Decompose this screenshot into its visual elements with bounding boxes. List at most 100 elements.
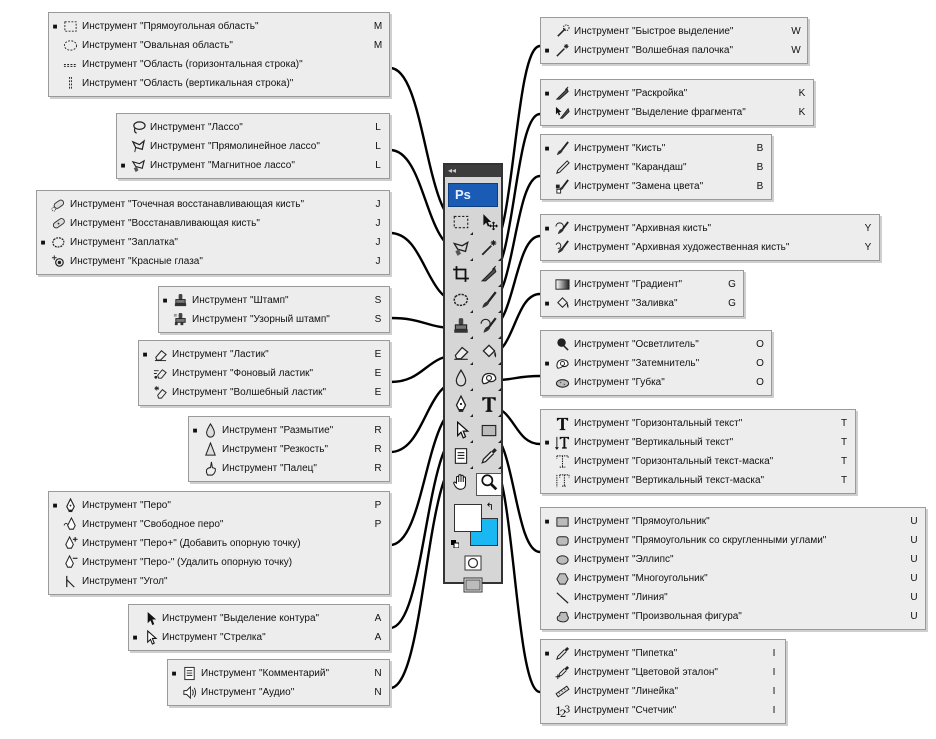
tool-button-clone-stamp[interactable] xyxy=(448,317,474,340)
tool-button-rect-marquee[interactable] xyxy=(448,213,474,236)
tool-button-zoom[interactable] xyxy=(476,473,502,496)
flyout-item-blur[interactable]: ■Инструмент "Размытие"R xyxy=(189,421,389,440)
flyout-item-rectangle-shape[interactable]: ■Инструмент "Прямоугольник"U xyxy=(541,512,925,531)
flyout-item-shortcut: E xyxy=(374,368,382,379)
flyout-item-paint-bucket[interactable]: ■Инструмент "Заливка"G xyxy=(541,294,743,313)
panel-collapse-handle[interactable]: ◂◂ xyxy=(445,165,501,177)
tool-button-history-brush[interactable] xyxy=(476,317,502,340)
tool-button-move[interactable] xyxy=(476,213,502,236)
flyout-item-pattern-stamp[interactable]: Инструмент "Узорный штамп"S xyxy=(159,310,389,329)
flyout-item-slice[interactable]: ■Инструмент "Раскройка"K xyxy=(541,84,813,103)
flyout-item-vertical-type[interactable]: ■Инструмент "Вертикальный текст"T xyxy=(541,433,855,452)
tool-button-magnetic-lasso[interactable] xyxy=(448,239,474,262)
flyout-item-burn[interactable]: ■Инструмент "Затемнитель"O xyxy=(541,354,771,373)
swap-colors-icon[interactable]: ↰ xyxy=(485,502,494,513)
flyout-indicator-icon xyxy=(498,258,501,261)
flyout-item-sharpen[interactable]: Инструмент "Резкость"R xyxy=(189,440,389,459)
flyout-item-magic-eraser[interactable]: Инструмент "Волшебный ластик"E xyxy=(139,383,389,402)
flyout-item-pen[interactable]: ■Инструмент "Перо"P xyxy=(49,496,389,515)
foreground-color-swatch[interactable] xyxy=(454,504,482,532)
flyout-item-vertical-type-mask[interactable]: Инструмент "Вертикальный текст-маска"T xyxy=(541,471,855,490)
flyout-item-audio-annotation[interactable]: Инструмент "Аудио"N xyxy=(168,683,389,702)
flyout-item-label: Инструмент "Горизонтальный текст-маска" xyxy=(574,456,774,467)
tool-button-blur[interactable] xyxy=(448,368,474,392)
flyout-item-sponge[interactable]: Инструмент "Губка"O xyxy=(541,373,771,392)
flyout-item-red-eye[interactable]: Инструмент "Красные глаза"J xyxy=(37,252,389,271)
flyout-item-slice-select[interactable]: Инструмент "Выделение фрагмента"K xyxy=(541,103,813,122)
flyout-item-spot-healing[interactable]: Инструмент "Точечная восстанавливающая к… xyxy=(37,195,389,214)
flyout-item-single-row-marquee[interactable]: Инструмент "Область (горизонтальная стро… xyxy=(49,55,389,74)
flyout-item-horizontal-type-mask[interactable]: Инструмент "Горизонтальный текст-маска"T xyxy=(541,452,855,471)
flyout-item-shortcut: U xyxy=(910,535,918,546)
flyout-item-shortcut: N xyxy=(374,668,382,679)
flyout-item-note[interactable]: ■Инструмент "Комментарий"N xyxy=(168,664,389,683)
tool-button-hand[interactable] xyxy=(448,473,474,496)
tool-button-horizontal-type[interactable] xyxy=(476,395,502,418)
flyout-item-line[interactable]: Инструмент "Линия"U xyxy=(541,588,925,607)
color-swatches: ↰ xyxy=(448,502,498,548)
flyout-item-convert-point[interactable]: Инструмент "Угол" xyxy=(49,572,389,591)
flyout-item-label: Инструмент "Лассо" xyxy=(150,122,243,133)
flyout-item-history-brush[interactable]: ■Инструмент "Архивная кисть"Y xyxy=(541,219,879,238)
flyout-item-label: Инструмент "Точечная восстанавливающая к… xyxy=(70,199,305,210)
flyout-item-magnetic-lasso[interactable]: ■Инструмент "Магнитное лассо"L xyxy=(117,156,389,175)
tool-button-patch[interactable] xyxy=(448,291,474,314)
tool-button-brush[interactable] xyxy=(476,291,502,314)
tool-button-note[interactable] xyxy=(448,447,474,470)
flyout-item-gradient[interactable]: Инструмент "Градиент"G xyxy=(541,275,743,294)
flyout-item-brush[interactable]: ■Инструмент "Кисть"B xyxy=(541,139,771,158)
flyout-item-eraser[interactable]: ■Инструмент "Ластик"E xyxy=(139,345,389,364)
tool-button-pen[interactable] xyxy=(448,394,474,418)
flyout-item-freeform-pen[interactable]: Инструмент "Свободное перо"P xyxy=(49,515,389,534)
flyout-item-custom-shape[interactable]: Инструмент "Произвольная фигура"U xyxy=(541,607,925,626)
default-colors-icon[interactable] xyxy=(451,540,459,548)
tool-button-eraser[interactable] xyxy=(448,343,474,366)
flyout-item-color-replacement[interactable]: Инструмент "Замена цвета"B xyxy=(541,177,771,196)
flyout-item-art-history-brush[interactable]: Инструмент "Архивная художественная кист… xyxy=(541,238,879,257)
tool-button-slice[interactable] xyxy=(476,265,502,288)
quick-mask-mode-button[interactable] xyxy=(445,554,501,572)
tool-button-eyedropper[interactable] xyxy=(476,447,502,470)
tool-button-direct-selection[interactable] xyxy=(448,420,474,444)
tool-button-magic-wand[interactable] xyxy=(476,239,502,262)
flyout-item-healing-brush[interactable]: Инструмент "Восстанавливающая кисть"J xyxy=(37,214,389,233)
tool-button-rectangle-shape[interactable] xyxy=(476,421,502,444)
flyout-item-quick-selection[interactable]: Инструмент "Быстрое выделение"W xyxy=(541,22,807,41)
flyout-item-single-column-marquee[interactable]: Инструмент "Область (вертикальная строка… xyxy=(49,74,389,93)
flyout-item-path-selection[interactable]: Инструмент "Выделение контура"A xyxy=(129,609,389,628)
flyout-item-ellipse-shape[interactable]: Инструмент "Эллипс"U xyxy=(541,550,925,569)
tool-button-burn[interactable] xyxy=(476,369,502,392)
flyout-item-direct-selection[interactable]: ■Инструмент "Стрелка"A xyxy=(129,628,389,647)
flyout-item-polygon[interactable]: Инструмент "Многоугольник"U xyxy=(541,569,925,588)
horizontal-type-mask-icon xyxy=(553,454,571,470)
flyout-item-ruler[interactable]: Инструмент "Линейка"I xyxy=(541,682,785,701)
rectangle-shape-icon xyxy=(553,514,571,530)
flyout-item-rounded-rectangle[interactable]: Инструмент "Прямоугольник со скругленным… xyxy=(541,531,925,550)
tool-button-paint-bucket[interactable] xyxy=(476,343,502,366)
flyout-item-delete-anchor[interactable]: Инструмент "Перо-" (Удалить опорную точк… xyxy=(49,553,389,572)
flyout-item-eyedropper[interactable]: ■Инструмент "Пипетка"I xyxy=(541,644,785,663)
tool-grid xyxy=(445,213,502,496)
screen-mode-button[interactable] xyxy=(445,576,501,594)
flyout-item-pencil[interactable]: Инструмент "Карандаш"B xyxy=(541,158,771,177)
flyout-item-horizontal-type[interactable]: Инструмент "Горизонтальный текст"T xyxy=(541,414,855,433)
flyout-item-background-eraser[interactable]: Инструмент "Фоновый ластик"E xyxy=(139,364,389,383)
flyout-item-lasso[interactable]: Инструмент "Лассо"L xyxy=(117,118,389,137)
photoshop-logo[interactable]: Ps xyxy=(448,183,498,207)
svg-text:3: 3 xyxy=(564,704,570,715)
tool-button-crop[interactable] xyxy=(448,265,474,288)
flyout-item-clone-stamp[interactable]: ■Инструмент "Штамп"S xyxy=(159,291,389,310)
flyout-item-color-sampler[interactable]: Инструмент "Цветовой эталон"I xyxy=(541,663,785,682)
flyout-item-label: Инструмент "Вертикальный текст-маска" xyxy=(574,475,765,486)
flyout-item-add-anchor[interactable]: Инструмент "Перо+" (Добавить опорную точ… xyxy=(49,534,389,553)
flyout-item-dodge[interactable]: Инструмент "Осветлитель"O xyxy=(541,335,771,354)
flyout-item-label: Инструмент "Штамп" xyxy=(192,295,289,306)
flyout-item-patch[interactable]: ■Инструмент "Заплатка"J xyxy=(37,233,389,252)
active-tool-marker: ■ xyxy=(544,144,550,153)
flyout-item-rect-marquee[interactable]: ■Инструмент "Прямоугольная область"M xyxy=(49,17,389,36)
flyout-item-ellipse-marquee[interactable]: Инструмент "Овальная область"M xyxy=(49,36,389,55)
flyout-item-polygonal-lasso[interactable]: Инструмент "Прямолинейное лассо"L xyxy=(117,137,389,156)
flyout-item-smudge[interactable]: Инструмент "Палец"R xyxy=(189,459,389,478)
flyout-item-magic-wand[interactable]: ■Инструмент "Волшебная палочка"W xyxy=(541,41,807,60)
